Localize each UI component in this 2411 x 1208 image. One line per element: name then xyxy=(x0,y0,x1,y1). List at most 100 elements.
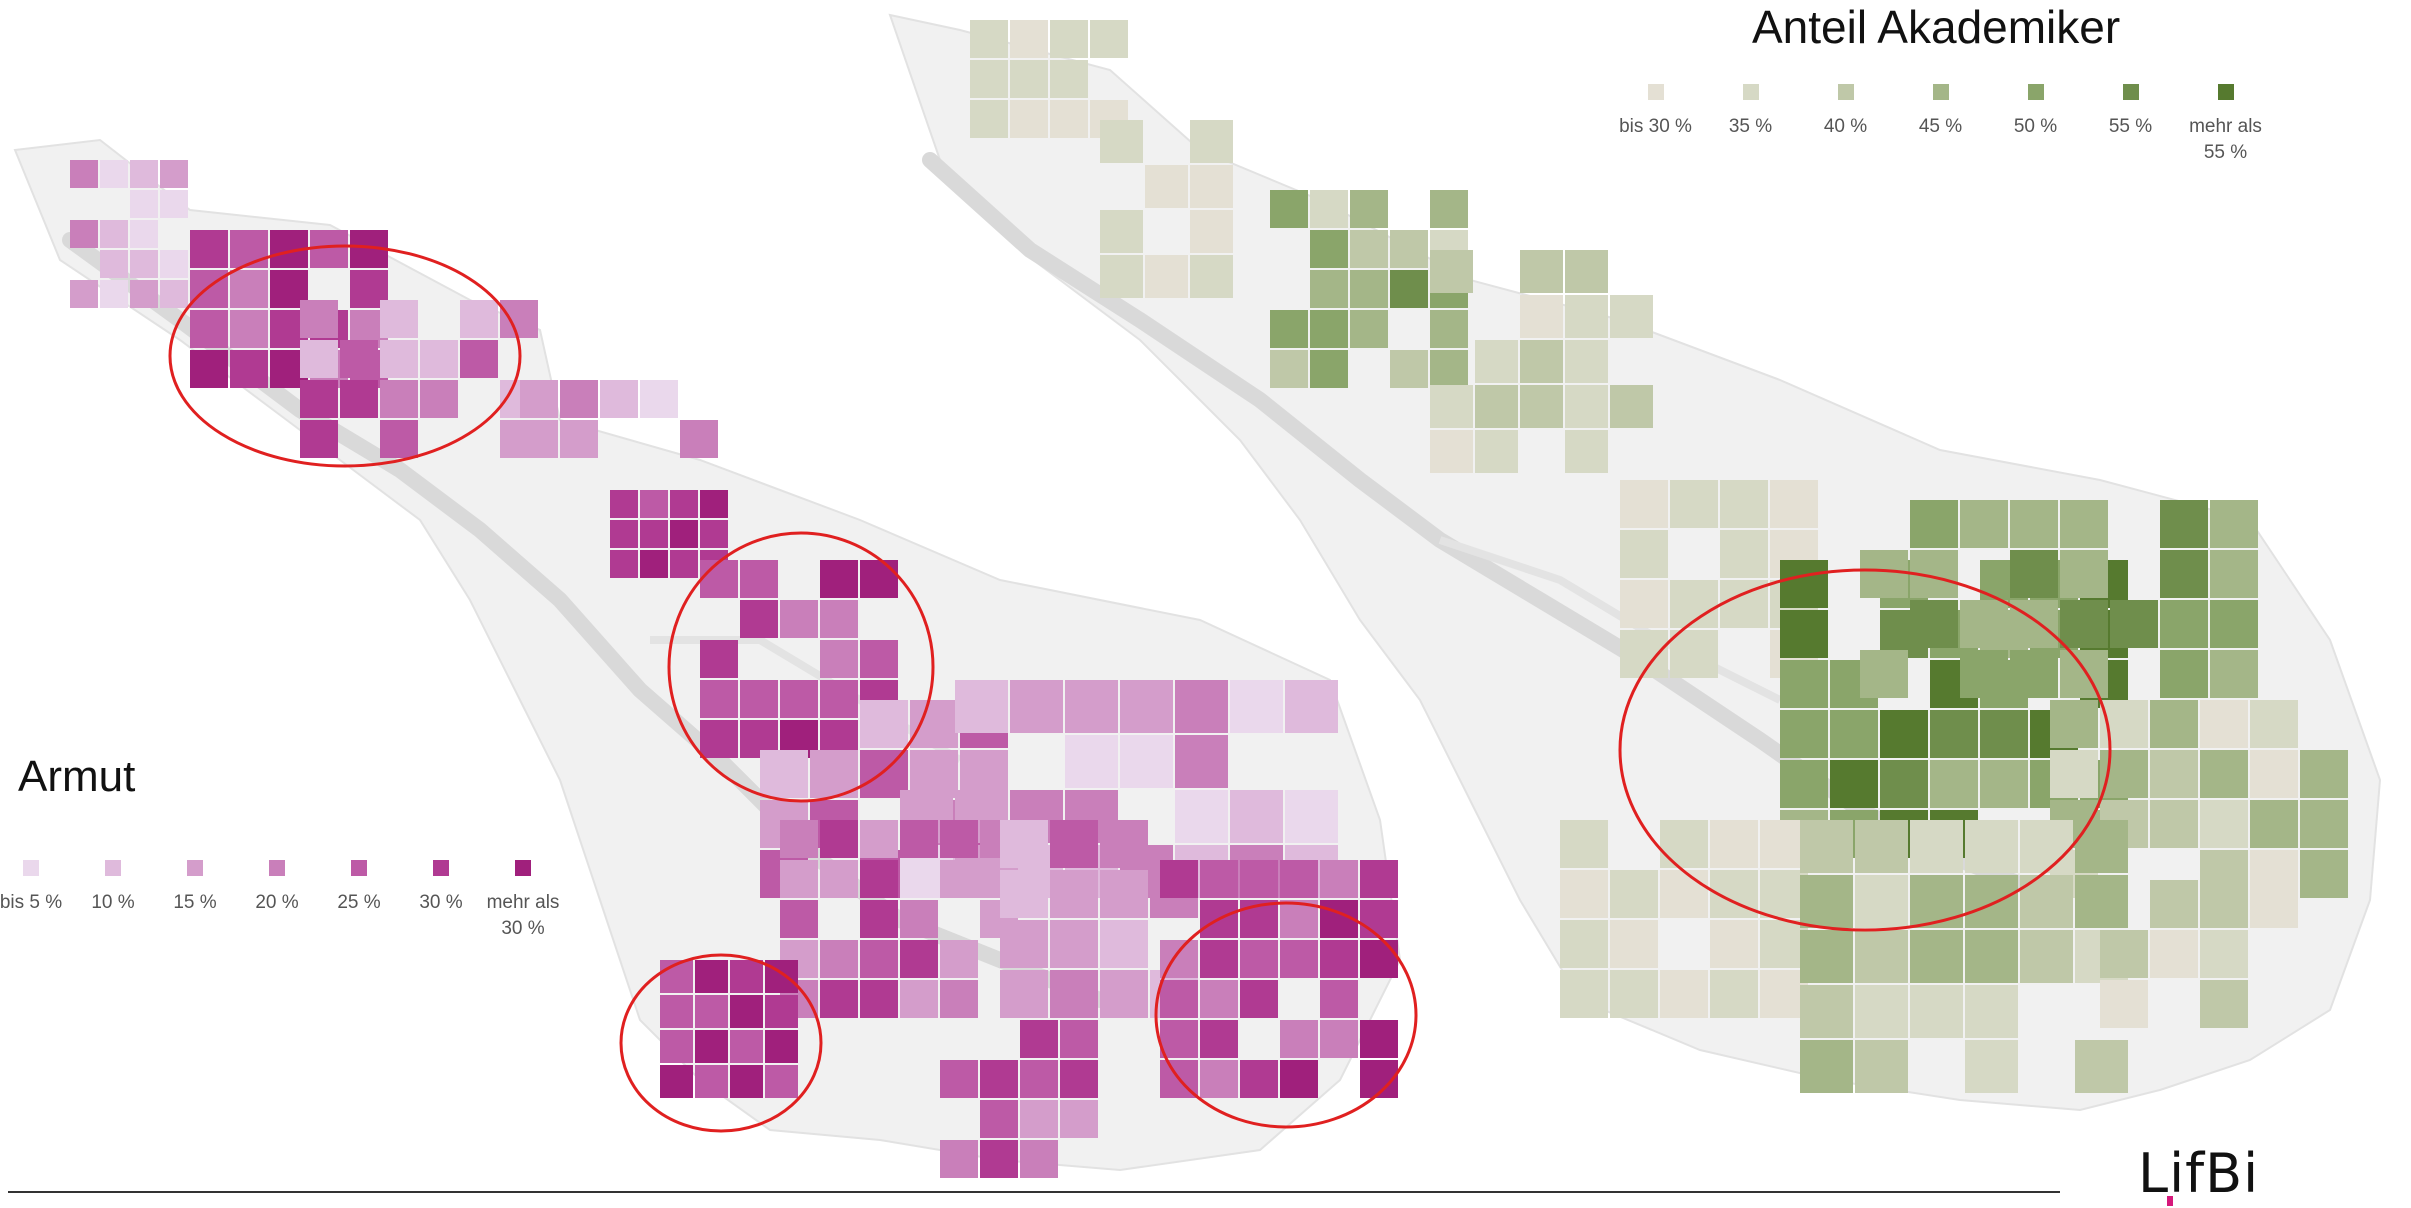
map-cell xyxy=(2060,600,2108,648)
map-cell xyxy=(130,190,158,218)
armut-map xyxy=(13,138,1418,1178)
map-cell xyxy=(340,340,378,378)
map-cell xyxy=(1800,930,1853,983)
map-cell xyxy=(420,380,458,418)
map-cell xyxy=(1855,875,1908,928)
map-cell xyxy=(1610,295,1653,338)
map-cell xyxy=(765,995,798,1028)
map-cell xyxy=(940,860,978,898)
map-cell xyxy=(1020,1100,1058,1138)
map-cell xyxy=(1350,190,1388,228)
map-cell xyxy=(380,420,418,458)
map-cell xyxy=(2150,800,2198,848)
map-cell xyxy=(2200,750,2248,798)
akademiker-legend: bis 30 %35 %40 %45 %50 %55 %mehr als 55 … xyxy=(1608,84,2273,165)
map-cell xyxy=(230,230,268,268)
map-cell xyxy=(640,550,668,578)
map-cell xyxy=(765,1065,798,1098)
map-cell xyxy=(1910,820,1963,873)
map-cell xyxy=(700,640,738,678)
map-cell xyxy=(1190,210,1233,253)
map-cell xyxy=(610,490,638,518)
map-cell xyxy=(1145,165,1188,208)
map-cell xyxy=(520,380,558,418)
legend-label: bis 5 % xyxy=(0,892,63,913)
map-cell xyxy=(2210,600,2258,648)
map-cell xyxy=(1100,870,1148,918)
map-cell xyxy=(1965,820,2018,873)
map-cell xyxy=(1430,310,1468,348)
legend-swatch xyxy=(2122,84,2139,100)
map-cell xyxy=(670,490,698,518)
map-cell xyxy=(780,680,818,718)
map-cell xyxy=(560,380,598,418)
map-cell xyxy=(730,960,763,993)
map-cell xyxy=(1240,940,1278,978)
map-cell xyxy=(1430,350,1468,388)
armut-title: Armut xyxy=(18,752,136,801)
map-cell xyxy=(1100,210,1143,253)
map-cell xyxy=(1660,970,1708,1018)
legend-swatch xyxy=(105,860,121,876)
map-cell xyxy=(1520,340,1563,383)
map-cell xyxy=(300,420,338,458)
map-cell xyxy=(1000,920,1048,968)
armut-highlight-circle xyxy=(619,953,823,1133)
map-cell xyxy=(2200,930,2248,978)
legend-item: 55 % xyxy=(2083,84,2178,165)
map-cell xyxy=(1960,650,2008,698)
map-cell xyxy=(640,520,668,548)
map-cell xyxy=(1050,870,1098,918)
map-cell xyxy=(2160,500,2208,548)
map-cell xyxy=(740,600,778,638)
map-cell xyxy=(2210,550,2258,598)
map-cell xyxy=(1190,255,1233,298)
lifbi-logo-accent xyxy=(2167,1196,2173,1206)
map-cell xyxy=(1285,680,1338,733)
map-cell xyxy=(1270,190,1308,228)
map-cell xyxy=(1560,970,1608,1018)
map-cell xyxy=(2100,930,2148,978)
map-cell xyxy=(2200,700,2248,748)
map-cell xyxy=(1710,820,1758,868)
map-cell xyxy=(1320,980,1358,1018)
legend-label: 10 % xyxy=(91,892,135,913)
legend-swatch xyxy=(1837,84,1854,100)
legend-item: 10 % xyxy=(72,860,154,941)
map-cell xyxy=(860,700,908,748)
map-cell xyxy=(1770,480,1818,528)
map-cell xyxy=(1050,20,1088,58)
map-cell xyxy=(660,1030,693,1063)
map-cell xyxy=(1830,760,1878,808)
map-cell xyxy=(1475,385,1518,428)
map-cell xyxy=(1560,870,1608,918)
map-cell xyxy=(340,380,378,418)
map-cell xyxy=(460,300,498,338)
map-cell xyxy=(1720,480,1768,528)
map-cell xyxy=(1800,1040,1853,1093)
map-cell xyxy=(1320,940,1358,978)
map-cell xyxy=(1050,970,1098,1018)
map-cell xyxy=(1200,860,1238,898)
map-cell xyxy=(1000,970,1048,1018)
legend-swatch xyxy=(187,860,203,876)
map-cell xyxy=(1010,100,1048,138)
map-cell xyxy=(1930,710,1978,758)
map-cell xyxy=(1670,630,1718,678)
legend-swatch xyxy=(1932,84,1949,100)
map-cell xyxy=(1855,930,1908,983)
akademiker-map xyxy=(888,13,2382,1112)
legend-swatch xyxy=(1742,84,1759,100)
map-cell xyxy=(1100,970,1148,1018)
map-cell xyxy=(940,980,978,1018)
map-cell xyxy=(2020,820,2073,873)
map-cell xyxy=(2060,500,2108,548)
map-cell xyxy=(1310,310,1348,348)
map-cell xyxy=(660,1065,693,1098)
map-cell xyxy=(640,380,678,418)
map-cell xyxy=(1560,820,1608,868)
map-cell xyxy=(130,220,158,248)
map-cell xyxy=(700,560,738,598)
map-cell xyxy=(1160,1020,1198,1058)
